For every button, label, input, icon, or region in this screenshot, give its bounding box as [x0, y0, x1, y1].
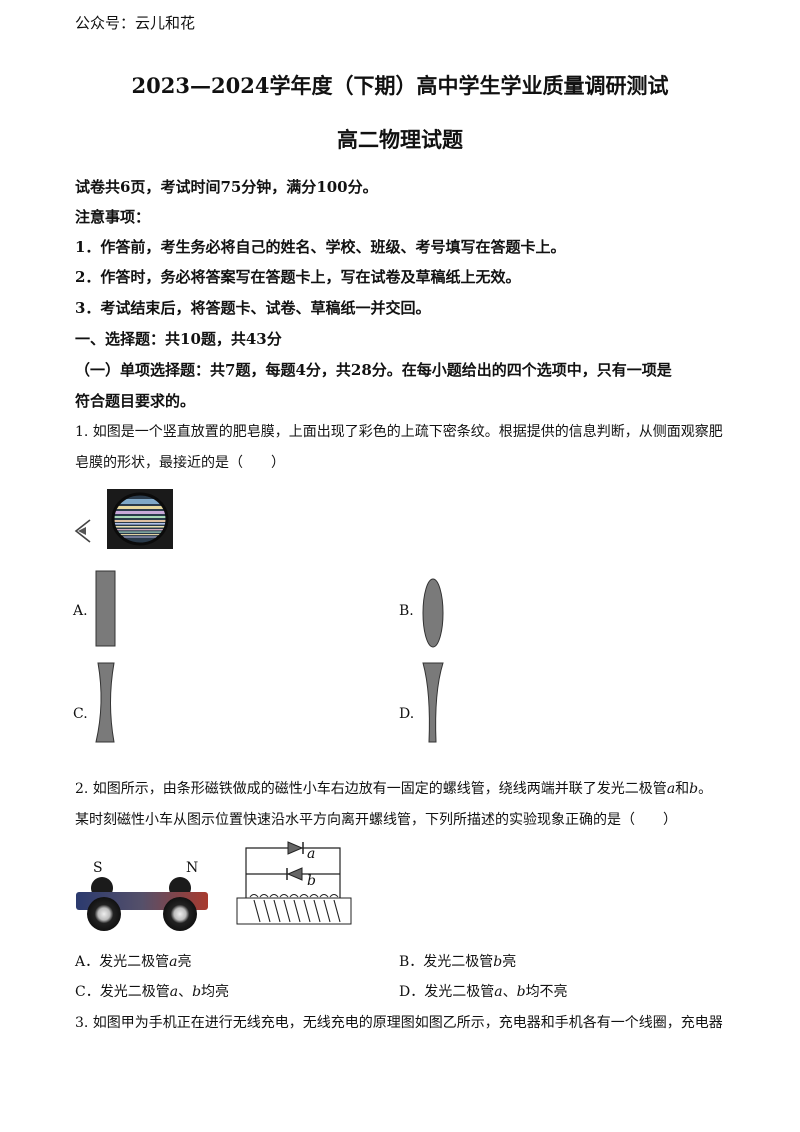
q1-text-line2: 皂膜的形状，最接近的是（ ） [75, 455, 285, 471]
q2-var-b: b [689, 781, 699, 797]
soap-film-photo [107, 489, 173, 549]
q1-option-b-shape [422, 578, 444, 648]
q1-option-c-label: C. [73, 706, 88, 722]
q3-text-line1: 3. 如图甲为手机正在进行无线充电，无线充电的原理图如图乙所示，充电器和手机各有… [75, 1015, 723, 1031]
q2-text-line1: 2. 如图所示，由条形磁铁做成的磁性小车右边放有一固定的螺线管，绕线两端并联了发… [75, 778, 712, 798]
q2-option-c-text: C．发光二极管 [75, 984, 170, 1000]
exam-info: 试卷共6页，考试时间75分钟，满分100分。 [75, 178, 378, 196]
q2-option-b: B．发光二极管b亮 [399, 951, 516, 971]
q2-option-c-var1: a [169, 984, 179, 1000]
magnet-car [76, 877, 208, 931]
q2-option-a-text: A．发光二极管 [75, 954, 170, 970]
note-item-3: 3．考试结束后，将答题卡、试卷、草稿纸一并交回。 [75, 299, 431, 317]
q2-option-c: C．发光二极管a、b均亮 [75, 981, 229, 1001]
notes-heading: 注意事项： [75, 208, 151, 226]
q2-option-d: D．发光二极管a、b均不亮 [399, 981, 568, 1001]
q1-option-b-label: B. [399, 603, 414, 619]
section-heading: 一、选择题：共10题，共43分 [75, 330, 282, 348]
header-account: 公众号：云儿和花 [75, 14, 196, 32]
q2-option-a-var: a [169, 954, 178, 970]
diode-b-label: b [307, 873, 316, 889]
q2-option-c-var2: b [192, 984, 202, 1000]
q2-option-c-post: 均亮 [201, 984, 230, 1000]
q1-option-a-shape [95, 570, 116, 647]
note-item-2: 2．作答时，务必将答案写在答题卡上，写在试卷及草稿纸上无效。 [75, 268, 521, 286]
pole-s-label: S [93, 860, 103, 876]
diode-a-label: a [307, 846, 316, 862]
q1-option-a-label: A. [73, 603, 88, 619]
q2-text-line2: 某时刻磁性小车从图示位置快速沿水平方向离开螺线管，下列所描述的实验现象正确的是（… [75, 812, 677, 828]
q1-option-d-shape [422, 662, 444, 743]
q2-var-a: a [666, 781, 676, 797]
q2-line1-text: 2. 如图所示，由条形磁铁做成的磁性小车右边放有一固定的螺线管，绕线两端并联了发… [75, 781, 667, 797]
pole-n-label: N [186, 860, 199, 876]
q2-period: 。 [698, 781, 713, 797]
eye-icon [74, 519, 91, 543]
q2-option-d-sep: 、 [502, 984, 517, 1000]
q2-option-b-var: b [493, 954, 503, 970]
section-subheading-line1: （一）单项选择题：共7题，每题4分，共28分。在每小题给出的四个选项中，只有一项… [75, 361, 672, 379]
section-subheading-line2: 符合题目要求的。 [75, 392, 196, 410]
q2-option-d-var1: a [494, 984, 503, 1000]
q2-option-d-var2: b [516, 984, 526, 1000]
q2-option-b-text: B．发光二极管 [399, 954, 494, 970]
note-item-1: 1．作答前，考生务必将自己的姓名、学校、班级、考号填写在答题卡上。 [75, 238, 566, 256]
solenoid-circuit [236, 841, 352, 925]
q2-option-d-text: D．发光二极管 [399, 984, 495, 1000]
q2-and: 和 [675, 781, 690, 797]
q2-option-a-post: 亮 [177, 954, 192, 970]
q1-option-c-shape [95, 662, 115, 743]
q1-text-line1: 1. 如图是一个竖直放置的肥皂膜，上面出现了彩色的上疏下密条纹。根据提供的信息判… [75, 424, 723, 440]
q2-option-b-post: 亮 [502, 954, 517, 970]
q2-option-a: A．发光二极管a亮 [75, 951, 191, 971]
q1-option-d-label: D. [399, 706, 415, 722]
q2-option-d-post: 均不亮 [525, 984, 568, 1000]
q2-option-c-sep: 、 [178, 984, 193, 1000]
exam-title: 2023—2024学年度（下期）高中学生学业质量调研测试 [131, 73, 669, 98]
exam-subtitle: 高二物理试题 [337, 127, 463, 152]
